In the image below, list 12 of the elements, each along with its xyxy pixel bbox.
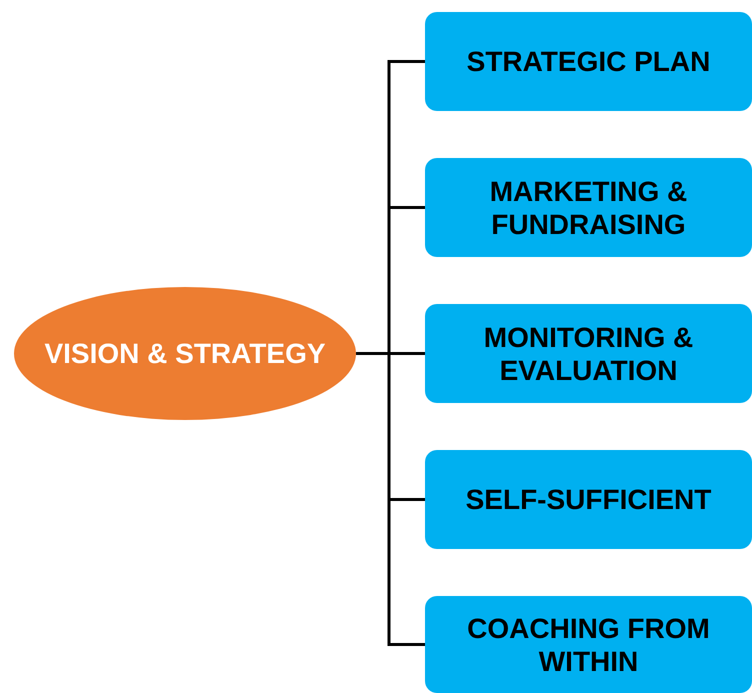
node-label: MONITORING & EVALUATION (482, 320, 694, 386)
process-box (425, 450, 752, 549)
process-box (425, 304, 752, 403)
connector-line (356, 352, 425, 646)
node-label: STRATEGIC PLAN (466, 45, 712, 78)
node-label: SELF-SUFFICIENT (464, 483, 712, 516)
process-box (425, 12, 752, 111)
process-box (425, 596, 752, 693)
node-label: COACHING FROM WITHIN (466, 612, 711, 678)
process-box (425, 158, 752, 257)
node-label: VISION & STRATEGY (43, 337, 327, 370)
node-label: MARKETING & FUNDRAISING (488, 174, 688, 240)
